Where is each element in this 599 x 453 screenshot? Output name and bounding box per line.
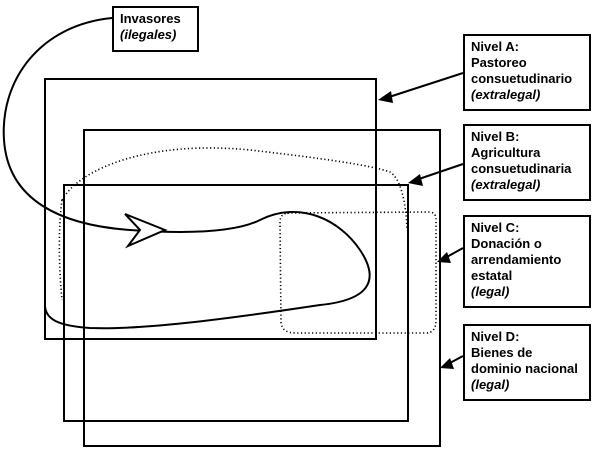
nivel-a-status: (extralegal) [471, 87, 541, 102]
invaders-curve [2, 17, 371, 330]
arrow-nivel-c-head [437, 252, 451, 263]
label-nivel-d: Nivel D: Bienes de dominio nacional (leg… [463, 324, 591, 401]
nivel-c-desc-1: Donación o [471, 236, 542, 251]
label-nivel-c: Nivel C: Donación o arrendamiento estata… [463, 215, 591, 308]
nivel-a-title: Nivel A: [471, 39, 519, 54]
invasores-title: Invasores [120, 11, 181, 26]
label-nivel-a: Nivel A: Pastoreo consuetudinario (extra… [463, 34, 591, 111]
level-c-region [279, 211, 437, 334]
nivel-c-desc-2: arrendamiento [471, 252, 562, 267]
nivel-b-desc-2: consuetudinaria [471, 161, 572, 176]
nivel-c-desc-3: estatal [471, 268, 513, 283]
nivel-b-title: Nivel B: [471, 129, 520, 144]
nivel-c-status: (legal) [471, 284, 510, 299]
nivel-a-desc-2: consuetudinario [471, 71, 573, 86]
nivel-a-desc-1: Pastoreo [471, 55, 527, 70]
level-d-rect [83, 129, 441, 447]
level-b-rect [63, 184, 409, 422]
level-a-rect [44, 78, 377, 340]
nivel-b-status: (extralegal) [471, 177, 541, 192]
nivel-d-status: (legal) [471, 377, 510, 392]
nivel-b-desc-1: Agricultura [471, 145, 541, 160]
nivel-d-desc-2: dominio nacional [471, 361, 578, 376]
arrow-nivel-a-line [385, 72, 464, 99]
level-b-region [61, 147, 408, 231]
nivel-d-title: Nivel D: [471, 329, 520, 344]
label-invasores: Invasores (ilegales) [112, 6, 199, 52]
label-nivel-b: Nivel B: Agricultura consuetudinaria (ex… [463, 124, 591, 201]
arrow-nivel-b-line [415, 163, 464, 181]
invaders-arrowhead [124, 213, 168, 249]
nivel-d-desc-1: Bienes de [471, 345, 533, 360]
arrow-nivel-b-head [408, 174, 423, 186]
invasores-status: (ilegales) [120, 27, 177, 42]
arrow-nivel-d-head [440, 358, 454, 369]
arrow-nivel-a-head [378, 91, 393, 103]
nivel-c-title: Nivel C: [471, 220, 520, 235]
